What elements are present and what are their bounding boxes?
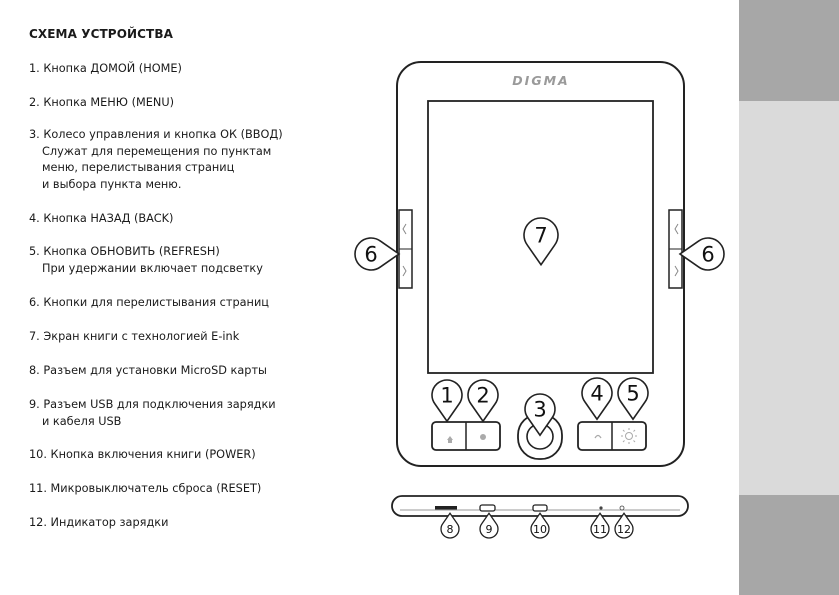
chevron-right-icon — [402, 265, 407, 277]
callout-8-label: 8 — [447, 523, 454, 536]
callout-11-label: 11 — [593, 523, 607, 536]
callout-4: 4 — [581, 377, 613, 421]
legend-item: 8. Разъем для установки MicroSD карты — [29, 364, 267, 377]
refresh-light-icon — [621, 428, 637, 444]
callout-4-label: 4 — [590, 382, 603, 406]
microsd-slot — [435, 506, 457, 510]
legend-item-detail: Служат для перемещения по пунктам — [42, 144, 272, 158]
callout-11: 11 — [590, 512, 610, 539]
legend-item: 11. Микровыключатель сброса (RESET) — [29, 482, 262, 495]
legend-item: 10. Кнопка включения книги (POWER) — [29, 448, 256, 461]
menu-icon — [480, 434, 486, 440]
callout-6-left: 6 — [354, 237, 401, 271]
legend-item-detail: и выбора пункта меню. — [42, 177, 182, 191]
callout-8: 8 — [440, 512, 460, 539]
callout-9-label: 9 — [486, 523, 493, 536]
callout-5-label: 5 — [626, 382, 639, 406]
legend-item: 12. Индикатор зарядки — [29, 516, 169, 529]
legend-item: 1. Кнопка ДОМОЙ (HOME) — [29, 62, 182, 75]
callout-10: 10 — [530, 512, 550, 539]
charge-indicator — [619, 505, 625, 511]
legend-item: 7. Экран книги с технологией E-ink — [29, 330, 240, 343]
legend-item: 4. Кнопка НАЗАД (BACK) — [29, 212, 174, 225]
side-bar-middle — [739, 101, 839, 495]
legend-item: 3. Колесо управления и кнопка ОК (ВВОД) — [29, 128, 283, 141]
callout-2-label: 2 — [476, 384, 489, 408]
legend-item-detail: При удержании включает подсветку — [42, 261, 263, 275]
legend-item: 6. Кнопки для перелистывания страниц — [29, 296, 269, 309]
chevron-left-icon — [674, 223, 679, 235]
legend-item: 5. Кнопка ОБНОВИТЬ (REFRESH) — [29, 245, 220, 258]
callout-12: 12 — [614, 512, 634, 539]
brand-logo: DIGMA — [512, 73, 569, 88]
callout-7: 7 — [523, 217, 559, 267]
legend-item-detail: и кабеля USB — [42, 414, 122, 428]
legend-item-detail: меню, перелистывания страниц — [42, 161, 235, 174]
callout-5: 5 — [617, 377, 649, 421]
callout-6-right-label: 6 — [701, 243, 714, 267]
chevron-right-icon — [674, 265, 679, 277]
legend-item: 2. Кнопка МЕНЮ (MENU) — [29, 96, 174, 109]
callout-1-label: 1 — [440, 384, 453, 408]
home-icon — [447, 436, 453, 443]
side-bar-bottom — [739, 495, 839, 595]
callout-6-right: 6 — [678, 237, 725, 271]
page-title: СХЕМА УСТРОЙСТВА — [29, 27, 173, 41]
callout-1: 1 — [431, 379, 463, 423]
callout-3: 3 — [524, 393, 556, 437]
chevron-left-icon — [402, 223, 407, 235]
reset-hole — [599, 506, 603, 510]
callout-2: 2 — [467, 379, 499, 423]
callout-3-label: 3 — [533, 398, 546, 422]
callout-9: 9 — [479, 512, 499, 539]
side-bar-top — [739, 0, 839, 101]
callout-7-label: 7 — [534, 224, 547, 248]
callout-12-label: 12 — [617, 523, 631, 536]
legend-item: 9. Разъем USB для подключения зарядки — [29, 398, 276, 411]
power-button — [532, 504, 548, 512]
usb-port — [479, 504, 496, 512]
back-icon — [594, 434, 602, 439]
callout-6-left-label: 6 — [364, 243, 377, 267]
callout-10-label: 10 — [533, 523, 547, 536]
